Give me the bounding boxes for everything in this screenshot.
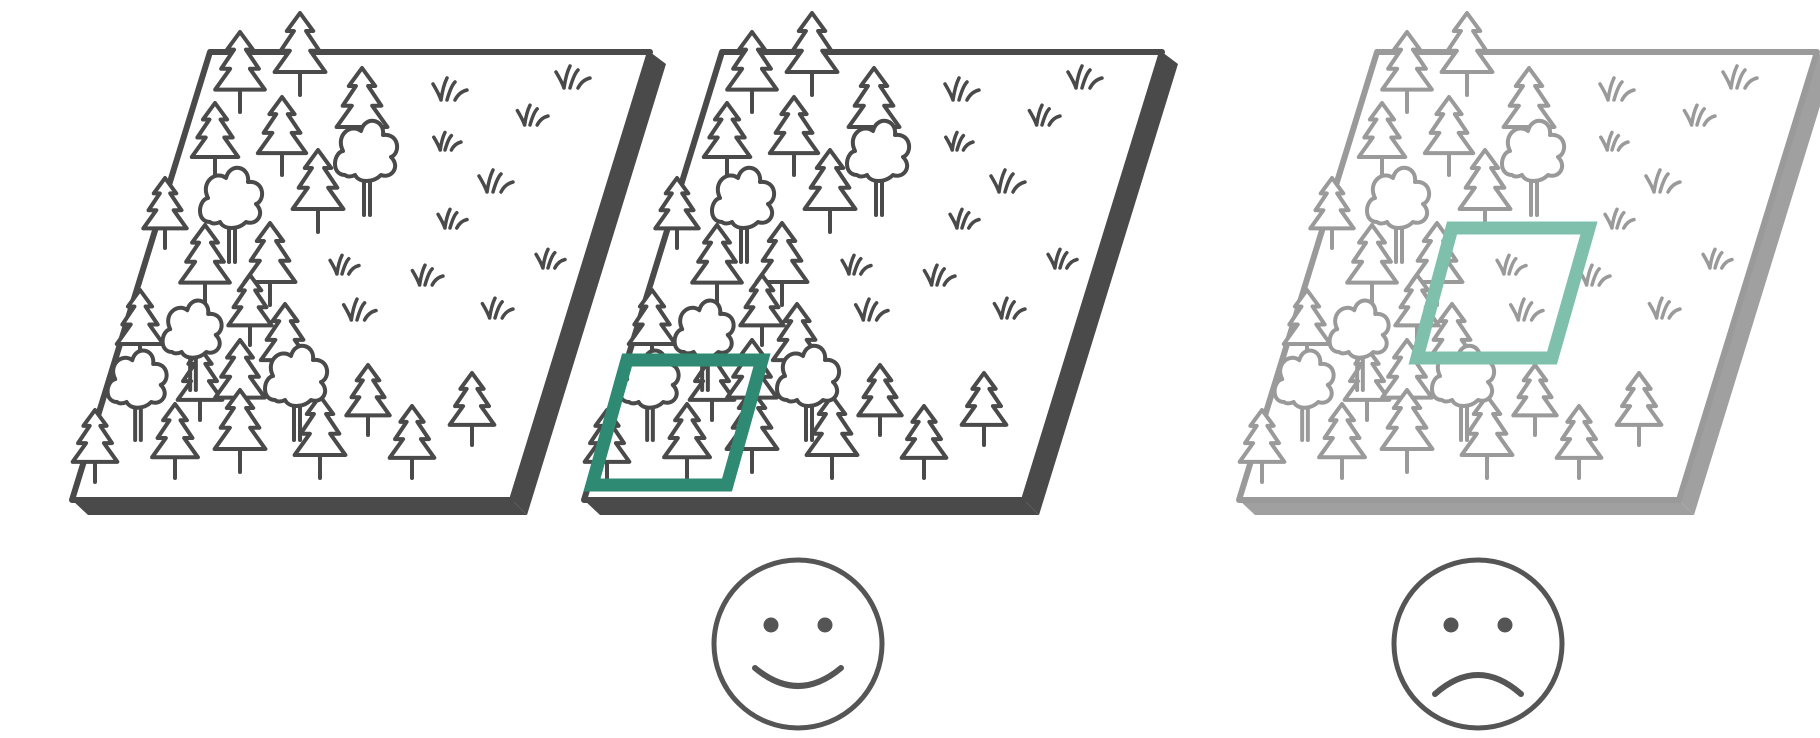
landscape-good-window-panel: [584, 13, 1178, 515]
landscape-bad-window-panel: [1239, 13, 1820, 515]
landscape-panel: [72, 13, 666, 515]
smiley-face-icon: [714, 560, 882, 728]
sad-face-icon: [1394, 560, 1562, 728]
